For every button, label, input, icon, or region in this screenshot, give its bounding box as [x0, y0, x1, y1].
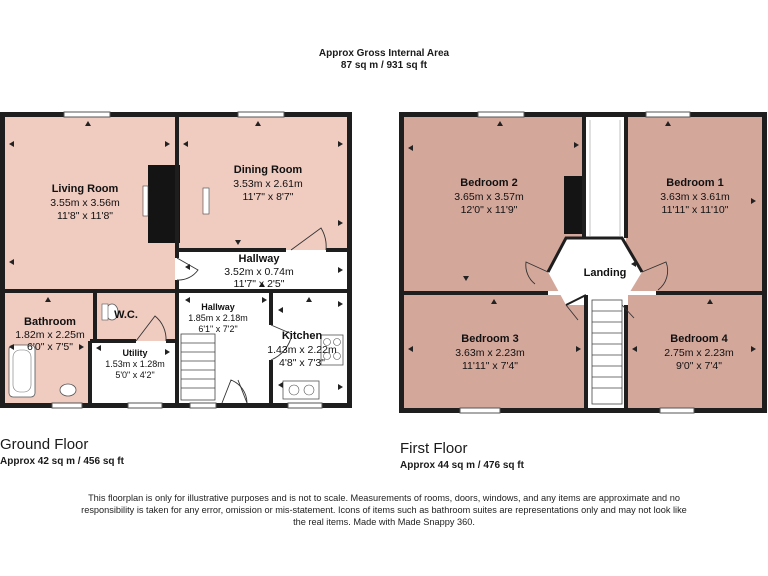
hallway-top-name: Hallway — [239, 253, 281, 265]
first-floor-title: First Floor — [400, 440, 468, 457]
bedroom-4-metric: 2.75m x 2.23m — [664, 347, 734, 359]
utility-area — [92, 341, 177, 403]
first-stairs — [591, 299, 623, 405]
bedroom-3-metric: 3.63m x 2.23m — [455, 347, 525, 359]
bedroom-3-area — [404, 295, 586, 408]
bedroom-3-name: Bedroom 3 — [461, 333, 518, 345]
landing-name: Landing — [584, 267, 627, 279]
hallway-lower-imperial: 6'1" x 7'2" — [198, 324, 237, 334]
bedroom-1-metric: 3.63m x 3.61m — [660, 191, 730, 203]
bedroom-4-name: Bedroom 4 — [670, 333, 728, 345]
hallway-lower-metric: 1.85m x 2.18m — [188, 313, 248, 323]
utility-metric: 1.53m x 1.28m — [105, 359, 165, 369]
bedroom-1-area — [626, 117, 762, 291]
hallway-top-area — [175, 250, 347, 290]
kitchen-name: Kitchen — [282, 330, 323, 342]
living-room-metric: 3.55m x 3.56m — [50, 197, 120, 209]
hallway-top-metric: 3.52m x 0.74m — [224, 266, 294, 278]
utility-name: Utility — [122, 348, 147, 358]
bath-sink-icon — [59, 383, 77, 397]
bedroom-3-imperial: 11'11" x 7'4" — [462, 360, 518, 372]
bedroom-2-name: Bedroom 2 — [460, 177, 517, 189]
bedroom-4-imperial: 9'0" x 7'4" — [676, 360, 722, 372]
first-floor-area: Approx 44 sq m / 476 sq ft — [400, 460, 524, 471]
kitchen-imperial: 4'8" x 7'3" — [279, 357, 325, 369]
kitchen-sink-icon — [282, 380, 320, 400]
wc-name: W.C. — [114, 309, 138, 321]
bathroom-imperial: 6'0" x 7'5" — [27, 341, 73, 353]
bedroom-2-metric: 3.65m x 3.57m — [454, 191, 524, 203]
hallway-top-imperial: 11'7" x 2'5" — [234, 278, 285, 290]
bedroom-2-imperial: 12'0" x 11'9" — [461, 204, 518, 216]
bathroom-name: Bathroom — [24, 316, 76, 328]
bedroom-4-area — [628, 295, 762, 408]
utility-imperial: 5'0" x 4'2" — [115, 370, 154, 380]
dining-room-metric: 3.53m x 2.61m — [233, 178, 303, 190]
ground-outer-wall — [0, 112, 352, 408]
total-area: 87 sq m / 931 sq ft — [340, 60, 428, 71]
plan-title: Approx Gross Internal Area — [318, 48, 450, 59]
ground-stairs — [180, 333, 216, 401]
dining-room-imperial: 11'7" x 8'7" — [243, 191, 294, 203]
bathroom-metric: 1.82m x 2.25m — [15, 329, 85, 341]
hob-icon — [320, 334, 344, 366]
ground-floor-plan: Living Room 3.55m x 3.56m 11'8" x 11'8" … — [0, 111, 352, 409]
chimney-breast — [148, 165, 180, 243]
ground-floor-area: Approx 42 sq m / 456 sq ft — [0, 456, 124, 467]
hallway-lower-name: Hallway — [201, 302, 235, 312]
landing-area — [548, 238, 642, 305]
first-floor-chimney — [564, 176, 586, 234]
bath-icon — [8, 344, 36, 398]
bedroom-1-name: Bedroom 1 — [666, 177, 723, 189]
first-outer-wall — [399, 112, 767, 413]
ground-floor-title: Ground Floor — [0, 436, 89, 453]
dining-room-name: Dining Room — [234, 164, 303, 176]
bedroom-1-imperial: 11'11" x 11'10" — [662, 204, 729, 216]
living-room-imperial: 11'8" x 11'8" — [57, 210, 113, 222]
kitchen-metric: 1.43m x 2.22m — [267, 344, 337, 356]
dining-room-area — [179, 117, 347, 250]
disclaimer-text: This floorplan is only for illustrative … — [81, 493, 687, 527]
first-floor-plan: Bedroom 2 3.65m x 3.57m 12'0" x 11'9" Be… — [399, 111, 767, 414]
living-room-name: Living Room — [52, 183, 119, 195]
